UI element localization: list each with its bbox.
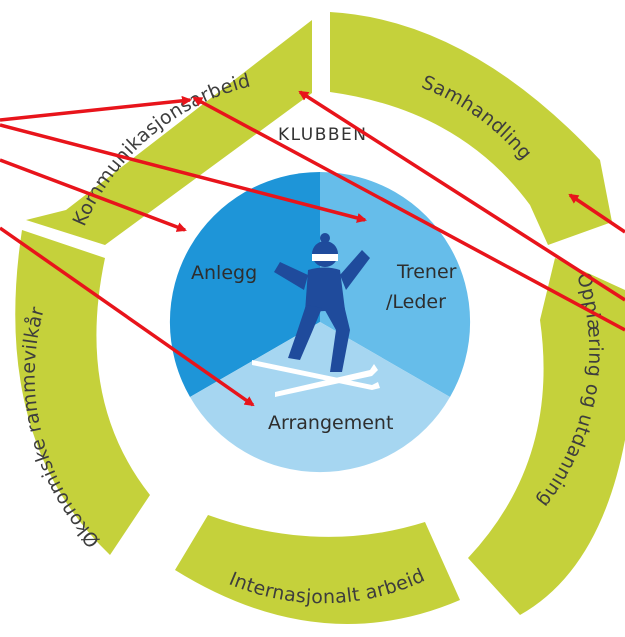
annotation-arrows [0,90,625,407]
skier-right-arm [340,250,370,290]
arrow-to-kommunikasjonsarbeid [0,95,192,122]
label-leder: /Leder [386,291,446,313]
skier-left-arm [274,262,308,290]
arrow-to-arrangement [0,226,255,407]
label-arrangement: Arrangement [268,412,393,434]
segment-okonomiske [15,230,151,555]
skier-goggles [312,254,338,261]
segment-kommunikasjonsarbeid [26,20,312,245]
ski-left [252,360,380,390]
skier-torso [305,267,345,312]
arrow-to-anlegg [0,158,187,232]
segment-samhandling [330,12,612,245]
label-anlegg: Anlegg [191,262,257,284]
sector-arrangement [190,322,450,473]
skier-figure [252,233,380,397]
skier-right-leg [322,305,350,372]
arrow-to-trener [0,123,367,223]
hat-pom [320,233,330,243]
arrow-to-klubben [298,90,625,302]
arrow-to-samhandling [568,193,625,234]
sector-anlegg [169,171,320,397]
segment-opplaering [468,258,625,615]
ski-right [275,364,378,397]
outer-ring [15,12,625,624]
center-label: KLUBBEN [278,125,368,145]
inner-circle [169,171,471,473]
label-trener: Trener [396,261,457,283]
skier-left-leg [288,305,322,360]
arrow-to-komm-right [192,96,625,332]
segment-internasjonalt [175,515,460,624]
